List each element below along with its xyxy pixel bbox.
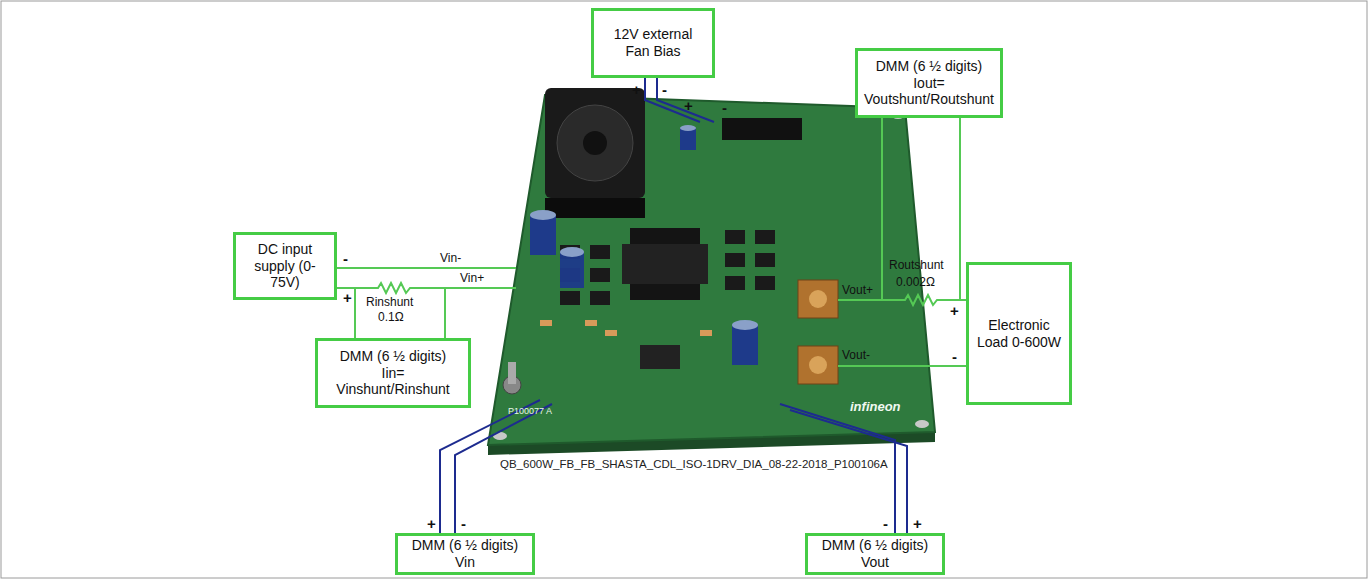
pin-header <box>722 118 802 140</box>
wires <box>337 118 966 366</box>
board-marking: P100077 A <box>508 406 552 416</box>
polarity-sign: + <box>913 516 922 531</box>
part-value: 0.002Ω <box>896 276 935 290</box>
polarity-sign: + <box>343 290 352 305</box>
node-text: Iin= Vinshunt/Rinshunt <box>324 365 462 399</box>
dmm-box: DMM (6 ½ digits)Vin <box>395 533 535 575</box>
board-caption: QB_600W_FB_FB_SHASTA_CDL_ISO-1DRV_DIA_08… <box>500 458 888 471</box>
sense-wires <box>440 78 907 533</box>
vout-minus-wire <box>838 365 966 367</box>
toggle-lever <box>508 362 516 384</box>
signal-name: Vout- <box>842 349 870 363</box>
fan-rotor <box>557 105 633 181</box>
fan-wire <box>657 78 714 122</box>
polarity-sign: + <box>632 82 641 97</box>
node-text: DMM (6 ½ digits) <box>340 348 447 365</box>
polarity-sign: + <box>950 303 959 318</box>
polarity-sign: - <box>461 516 466 531</box>
signal-name: Vout+ <box>842 284 873 298</box>
controller-ic <box>640 345 680 369</box>
part-value: 0.1Ω <box>378 311 404 325</box>
node-text: Iout= Voutshunt/Routshunt <box>864 75 994 109</box>
standoff <box>915 420 929 428</box>
dmm-box: DMM (6 ½ digits)Vout <box>805 533 945 575</box>
vin-plus-wire-rinshunt <box>355 283 516 293</box>
dmm-box: DMM (6 ½ digits)Iout= Voutshunt/Routshun… <box>855 48 1003 118</box>
node-text: DMM (6 ½ digits) <box>822 537 929 554</box>
node-text: DC input supply (0-75V) <box>242 241 328 291</box>
polarity-sign: - <box>662 82 667 97</box>
resistors-small <box>540 320 712 336</box>
signal-name: Vin- <box>440 252 461 266</box>
wire-connector <box>337 288 355 338</box>
signal-name: Vin+ <box>460 272 484 286</box>
polarity-sign: - <box>883 516 888 531</box>
node-text: 12V external Fan Bias <box>600 26 706 60</box>
output-terminal <box>798 280 838 318</box>
board-logo: infineon <box>850 400 901 415</box>
polarity-sign: - <box>952 349 957 364</box>
fan-side <box>545 198 645 218</box>
part-name: Rinshunt <box>366 296 413 310</box>
terminal-screw <box>809 290 827 308</box>
fan-wire <box>645 78 700 122</box>
node-text: DMM (6 ½ digits) <box>412 537 519 554</box>
load-box: Electronic Load 0-600W <box>966 262 1072 405</box>
mosfets <box>560 230 775 305</box>
node-text: Vout <box>861 554 889 571</box>
capacitors <box>530 125 758 365</box>
vout-sense-wire <box>790 410 907 533</box>
polarity-sign: + <box>427 516 436 531</box>
node-text: DMM (6 ½ digits) <box>876 58 983 75</box>
polarity-sign: - <box>343 251 348 266</box>
supply-box: DC input supply (0-75V) <box>233 232 337 300</box>
polarity-sign: + <box>684 98 693 113</box>
fan <box>545 88 645 198</box>
iout-tap-wire <box>881 118 883 300</box>
vin-minus-wire <box>337 267 516 269</box>
terminal-screw <box>809 356 827 374</box>
node-text: Electronic Load 0-600W <box>975 317 1063 351</box>
evaluation-board <box>488 88 935 455</box>
dmm-box: DMM (6 ½ digits)Iin= Vinshunt/Rinshunt <box>315 338 471 408</box>
output-terminal <box>798 346 838 384</box>
node-text: Vin <box>455 554 475 571</box>
transformer-core <box>622 244 708 284</box>
iin-tap-wire <box>444 288 446 338</box>
polarity-sign: - <box>722 100 727 115</box>
fan-bias-box: 12V external Fan Bias <box>591 8 715 78</box>
part-name: Routshunt <box>889 259 944 273</box>
fan-hub <box>583 131 607 155</box>
